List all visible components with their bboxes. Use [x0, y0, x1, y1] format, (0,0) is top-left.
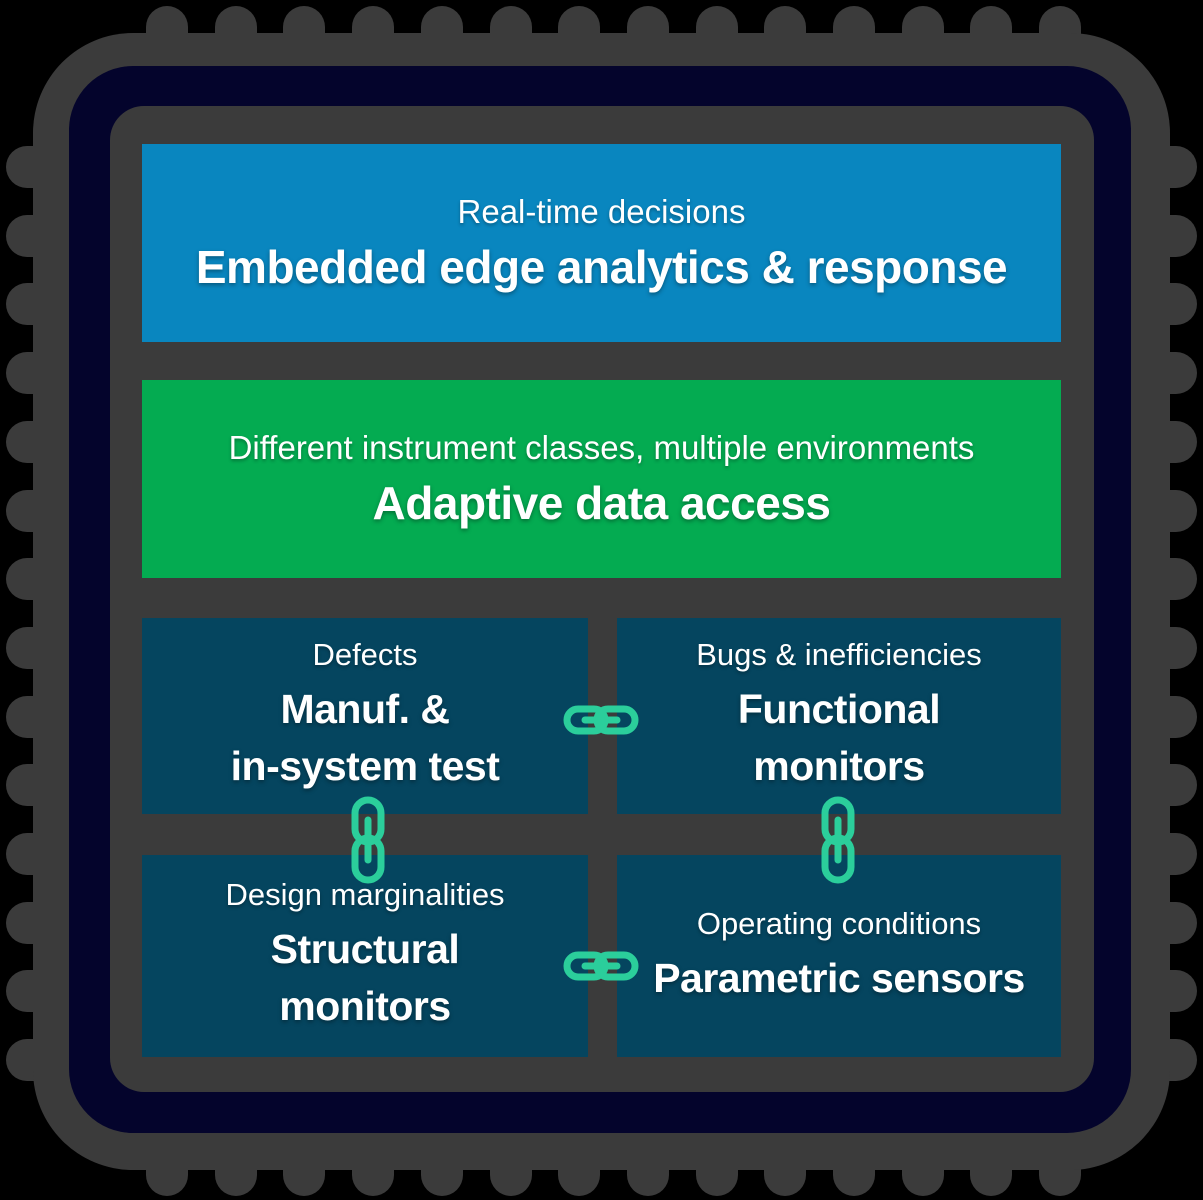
functional-monitors-block: Bugs & inefficiencies Functional monitor… — [617, 618, 1061, 814]
manuf-test-block: Defects Manuf. & in-system test — [142, 618, 588, 814]
structural-monitors-title: Structural monitors — [271, 921, 460, 1036]
functional-monitors-title-line2: monitors — [753, 743, 925, 790]
edge-analytics-title: Embedded edge analytics & response — [195, 241, 1008, 294]
parametric-sensors-block: Operating conditions Parametric sensors — [617, 855, 1061, 1057]
functional-monitors-eyebrow: Bugs & inefficiencies — [696, 637, 982, 673]
functional-monitors-title: Functional monitors — [737, 681, 941, 796]
chain-link-icon — [563, 704, 639, 736]
parametric-sensors-title: Parametric sensors — [653, 950, 1025, 1007]
parametric-sensors-eyebrow: Operating conditions — [696, 905, 982, 941]
parametric-sensors-title-line1: Parametric sensors — [653, 954, 1025, 1001]
manuf-test-title-line2: in-system test — [230, 743, 500, 790]
functional-monitors-title-line1: Functional — [737, 685, 941, 732]
manuf-test-eyebrow: Defects — [312, 637, 418, 673]
manuf-test-title-line1: Manuf. & — [280, 685, 450, 732]
edge-analytics-layer: Real-time decisions Embedded edge analyt… — [142, 144, 1061, 342]
structural-monitors-block: Design marginalities Structural monitors — [142, 855, 588, 1057]
adaptive-data-eyebrow: Different instrument classes, multiple e… — [228, 428, 975, 466]
manuf-test-title: Manuf. & in-system test — [231, 681, 500, 796]
adaptive-data-access-layer: Different instrument classes, multiple e… — [142, 380, 1061, 578]
chain-link-icon — [563, 950, 639, 982]
chain-link-icon — [350, 796, 386, 884]
structural-monitors-title-line2: monitors — [279, 983, 451, 1030]
adaptive-data-title: Adaptive data access — [372, 477, 831, 530]
structural-monitors-title-line1: Structural — [270, 925, 460, 972]
chain-link-icon — [820, 796, 856, 884]
edge-analytics-eyebrow: Real-time decisions — [457, 192, 746, 230]
